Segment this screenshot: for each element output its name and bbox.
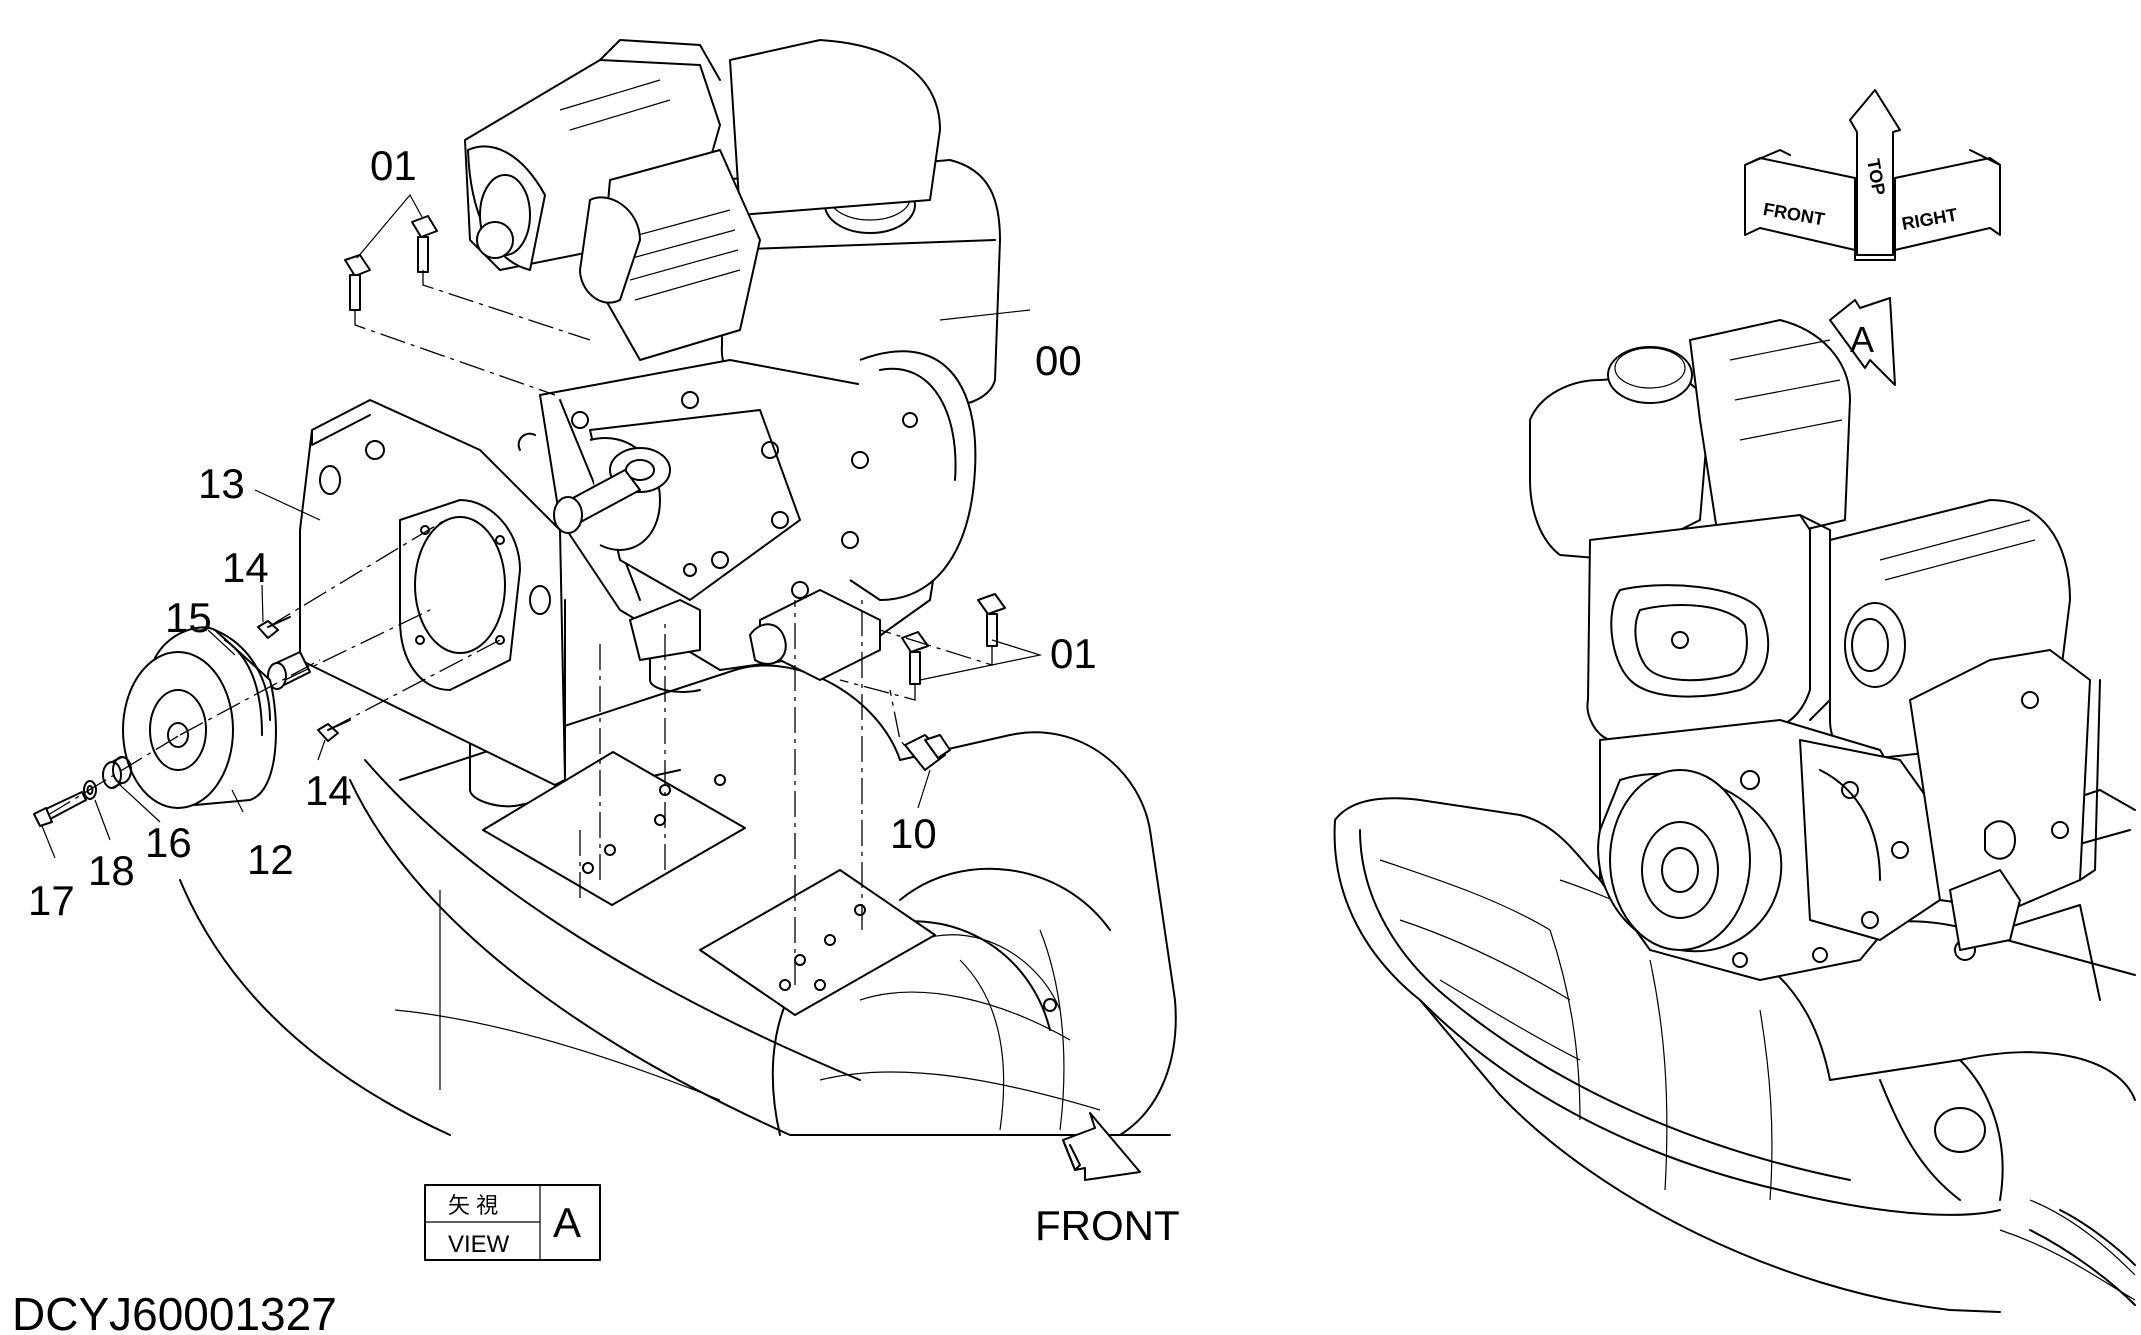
chassis-frame bbox=[179, 619, 1177, 1136]
view-a-arrow: A bbox=[1829, 297, 1896, 386]
view-arrow-letter: A bbox=[1850, 319, 1874, 360]
callout-13: 13 bbox=[198, 460, 245, 507]
front-direction-indicator: FRONT bbox=[1035, 1112, 1180, 1249]
callout-15: 15 bbox=[165, 594, 212, 641]
callout-01-right: 01 bbox=[1050, 630, 1097, 677]
mount-plate bbox=[299, 399, 566, 786]
front-label: FRONT bbox=[1035, 1202, 1180, 1249]
callout-14-top: 14 bbox=[222, 544, 269, 591]
callout-00: 00 bbox=[1035, 337, 1082, 384]
drawing-id: DCYJ60001327 bbox=[12, 1288, 337, 1335]
callout-18: 18 bbox=[88, 847, 135, 894]
pulley-group bbox=[33, 626, 311, 827]
engine-assembly bbox=[464, 39, 1001, 681]
callout-12: 12 bbox=[247, 836, 294, 883]
view-box-letter: A bbox=[553, 1199, 581, 1246]
callout-16: 16 bbox=[145, 819, 192, 866]
leader-lines bbox=[41, 193, 1043, 859]
view-box-word: VIEW bbox=[448, 1231, 510, 1258]
callout-17: 17 bbox=[28, 877, 75, 924]
exploded-view: 00 01 01 10 12 13 14 14 15 16 17 18 FRON… bbox=[28, 39, 1180, 1261]
orientation-cube: FRONT TOP RIGHT bbox=[1744, 89, 2001, 261]
view-box-kanji: 矢 視 bbox=[448, 1193, 498, 1218]
callout-10: 10 bbox=[890, 810, 937, 857]
callout-14-bottom: 14 bbox=[305, 767, 352, 814]
view-a-illustration bbox=[1333, 319, 2136, 1313]
fasteners bbox=[257, 215, 1006, 771]
view-a-box: 矢 視 VIEW A bbox=[424, 1184, 601, 1261]
callout-01-top: 01 bbox=[370, 142, 417, 189]
view-arrow-icon bbox=[1829, 297, 1896, 386]
callout-labels: 00 01 01 10 12 13 14 14 15 16 17 18 bbox=[28, 142, 1097, 924]
